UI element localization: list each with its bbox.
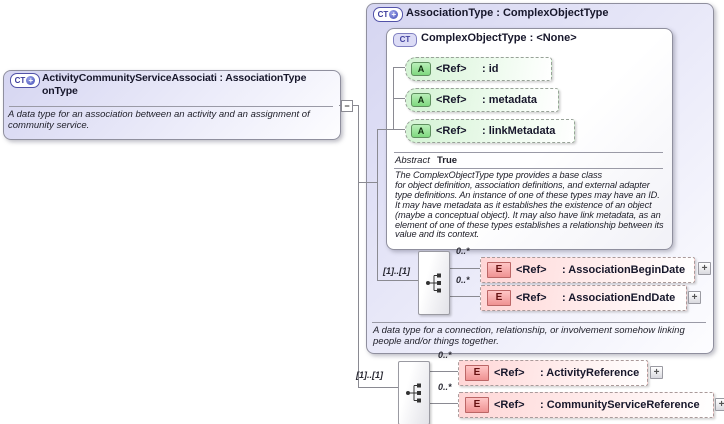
element-ref: <Ref> [516,264,547,276]
sequence-compositor[interactable] [418,251,450,315]
element-icon: E [465,397,489,413]
connector-line [428,403,458,404]
element-icon: E [487,262,511,278]
element-activity-reference[interactable]: E <Ref> : ActivityReference [458,360,648,386]
connector-line [448,268,480,269]
element-ref: <Ref> [494,399,525,411]
attribute-ref: <Ref> [436,125,467,137]
collapse-button[interactable]: − [341,100,353,112]
sequence-cardinality: [1]..[1] [356,370,383,380]
divider [9,106,333,107]
element-association-begin-date[interactable]: E <Ref> : AssociationBeginDate [480,257,695,283]
complex-type-icon: CT [393,33,417,47]
attribute-id[interactable]: A <Ref> : id [405,57,552,81]
attribute-icon: A [411,62,431,76]
attribute-name: : id [482,63,499,75]
connector-line [448,296,480,297]
element-ref: <Ref> [494,367,525,379]
complex-type-plus-icon: CT+ [373,7,403,22]
attribute-ref: <Ref> [436,63,467,75]
connector-line [358,105,359,388]
facet-value: True [437,155,458,166]
divider [394,168,663,169]
element-name: : AssociationEndDate [562,292,676,304]
element-community-service-reference[interactable]: E <Ref> : CommunityServiceReference [458,392,714,418]
association-type-description: A data type for a connection, relationsh… [373,325,685,347]
connector-line [377,129,393,130]
attribute-metadata[interactable]: A <Ref> : metadata [405,88,559,112]
attribute-name: : metadata [482,94,538,106]
connector-line [377,129,378,281]
connector-line [358,182,377,183]
connector-line [393,129,405,130]
left-class-title: ActivityCommunityServiceAssociati : Asso… [42,72,307,97]
expand-button[interactable]: + [698,262,711,275]
plus-badge-icon: + [389,10,399,19]
element-name: : AssociationBeginDate [562,264,686,276]
attribute-icon: A [411,93,431,107]
expand-button[interactable]: + [715,398,724,411]
attribute-name: : linkMetadata [482,125,556,137]
association-type-title: AssociationType : ComplexObjectType [406,7,609,19]
occurs-label: 0..* [438,350,452,360]
attribute-link-metadata[interactable]: A <Ref> : linkMetadata [405,119,575,143]
connector-line [428,371,458,372]
ct-icon-text: CT [14,75,26,85]
element-icon: E [487,290,511,306]
sequence-compositor[interactable] [398,361,430,424]
element-association-end-date[interactable]: E <Ref> : AssociationEndDate [480,285,687,311]
plus-badge-icon: + [26,76,36,85]
left-class-description: A data type for an association between a… [8,109,310,131]
occurs-label: 0..* [456,275,470,285]
occurs-label: 0..* [456,246,470,256]
complex-object-type-title: ComplexObjectType : <None> [421,32,577,44]
element-icon: E [465,365,489,381]
attribute-icon: A [411,124,431,138]
element-ref: <Ref> [516,292,547,304]
facet-label: Abstract [395,155,430,166]
ct-icon-text: CT [377,9,389,19]
divider [394,152,663,153]
occurs-label: 0..* [438,382,452,392]
element-name: : ActivityReference [540,367,640,379]
sequence-cardinality: [1]..[1] [383,266,410,276]
connector-line [393,98,405,99]
element-name: : CommunityServiceReference [540,399,700,411]
activity-community-service-association-type-box[interactable] [3,70,341,140]
attribute-ref: <Ref> [436,94,467,106]
complex-type-plus-icon: CT+ [10,73,40,88]
connector-line [377,280,418,281]
expand-button[interactable]: + [688,291,701,304]
connector-line [358,387,398,388]
divider [372,322,706,323]
expand-button[interactable]: + [650,366,663,379]
complex-object-type-description: The ComplexObjectType type provides a ba… [395,170,664,240]
connector-line [393,67,405,68]
sequence-icon [426,273,441,293]
sequence-icon [406,383,421,403]
